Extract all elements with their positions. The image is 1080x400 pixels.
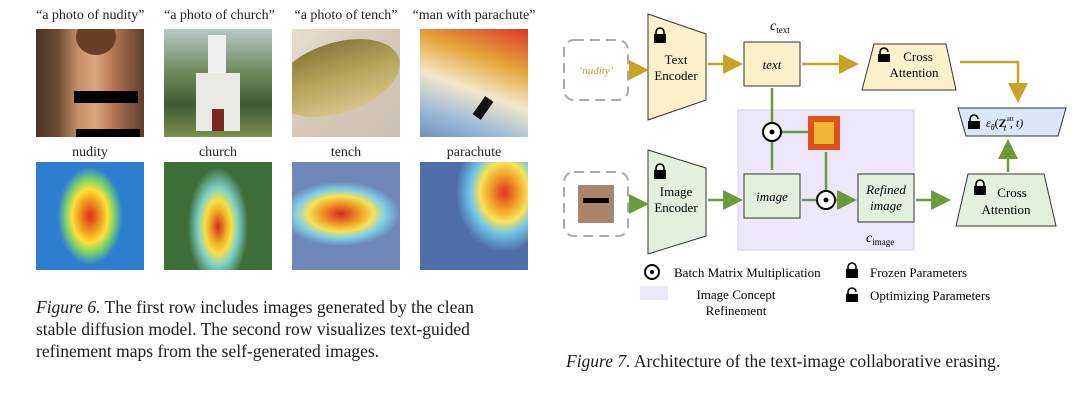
row1-caption-church: “a photo of church”: [164, 8, 275, 23]
refinement-map-nudity: [36, 162, 144, 270]
image-encoder-label-1: Image: [660, 184, 693, 199]
nudity-prompt-box: [563, 39, 629, 101]
row1-caption-nudity: “a photo of nudity”: [36, 8, 145, 23]
figure6-caption-line-2: stable diffusion model. The second row v…: [36, 319, 470, 339]
censor-bar: [74, 91, 138, 103]
generated-image-nudity: [36, 29, 144, 137]
cross-attention-bottom-label-1: Cross: [997, 185, 1027, 200]
lock-icon: [654, 163, 666, 179]
c-text-label: ctext: [770, 19, 790, 35]
refined-image-box: [857, 173, 915, 223]
lock-icon: [974, 179, 986, 195]
legend-bmm-icon-dot: [650, 270, 654, 274]
figure7-caption-text: Architecture of the text-image collabora…: [633, 351, 1001, 371]
image-input-box: [563, 171, 629, 237]
generated-image-tench: [292, 29, 400, 137]
cross-attention-top-label-2: Attention: [889, 65, 939, 80]
row1-caption-tench: “a photo of tench”: [294, 8, 398, 23]
lock-icon: [654, 27, 666, 43]
image-embedding-box: [743, 173, 801, 219]
row2-caption-parachute: parachute: [446, 145, 502, 160]
refinement-map-tench: [292, 162, 400, 270]
figure6-caption-line-3: refinement maps from the self-generated …: [36, 341, 380, 361]
unlock-icon: [968, 114, 980, 129]
c-image-label: cimage: [866, 231, 894, 247]
refinement-map-thumbnail-highlight: [814, 122, 834, 144]
legend-frozen-label: Frozen Parameters: [870, 265, 967, 280]
legend-unlock-icon: [846, 287, 858, 302]
legend-lock-icon: [846, 262, 858, 278]
row1-caption-parachute: “man with parachute”: [412, 8, 536, 23]
figure-7-diagram: ‘nudity’ Text Encoder Image Encoder ctex…: [563, 13, 1067, 318]
legend-refinement-swatch: [640, 286, 668, 300]
image-input-thumbnail: [578, 185, 614, 223]
cross-attention-bottom: [955, 173, 1057, 227]
cross-attention-bottom-label-2: Attention: [981, 202, 1031, 217]
legend-icr-label-1: Image Concept: [696, 287, 775, 302]
figure6-caption-label: Figure 6.: [36, 297, 101, 317]
noise-prediction-box: [957, 107, 1067, 137]
row2-caption-nudity: nudity: [72, 145, 108, 160]
row2-caption-church: church: [198, 145, 238, 160]
text-embedding-box: [743, 41, 801, 87]
generated-image-parachute: [420, 29, 528, 137]
batch-multiplication-node-dot: [769, 129, 775, 135]
legend-icr-label-2: Refinement: [706, 303, 767, 318]
refined-image-label-2: image: [870, 198, 902, 213]
figure6-caption: Figure 6. The first row includes images …: [36, 296, 536, 362]
censor-bar: [583, 198, 609, 203]
legend-bmm-label: Batch Matrix Multiplication: [674, 265, 821, 280]
figure7-caption-label: Figure 7.: [566, 351, 631, 371]
figure6-caption-line-1: The first row includes images generated …: [104, 297, 474, 317]
refined-image-label-1: Refined: [865, 182, 906, 197]
text-encoder-label-1: Text: [665, 52, 688, 67]
legend-opt-label: Optimizing Parameters: [870, 288, 990, 303]
unlock-icon: [878, 47, 890, 62]
image-encoder-label-2: Encoder: [654, 200, 698, 215]
row2-caption-tench: tench: [330, 145, 362, 160]
text-encoder-label-2: Encoder: [654, 68, 698, 83]
figure7-caption: Figure 7. Architecture of the text-image…: [566, 350, 1066, 372]
cross-attention-top-label-1: Cross: [903, 49, 933, 64]
batch-multiplication-node-dot: [823, 197, 829, 203]
arrow-cross-attention-top-to-output: [960, 60, 1028, 103]
refinement-map-church: [164, 162, 272, 270]
nudity-prompt-label: ‘nudity’: [579, 65, 614, 77]
generated-image-church: [164, 29, 272, 137]
refinement-map-parachute: [420, 162, 528, 270]
text-embedding-label: text: [763, 57, 782, 72]
censor-bar: [76, 129, 140, 137]
image-embedding-label: image: [756, 189, 788, 204]
